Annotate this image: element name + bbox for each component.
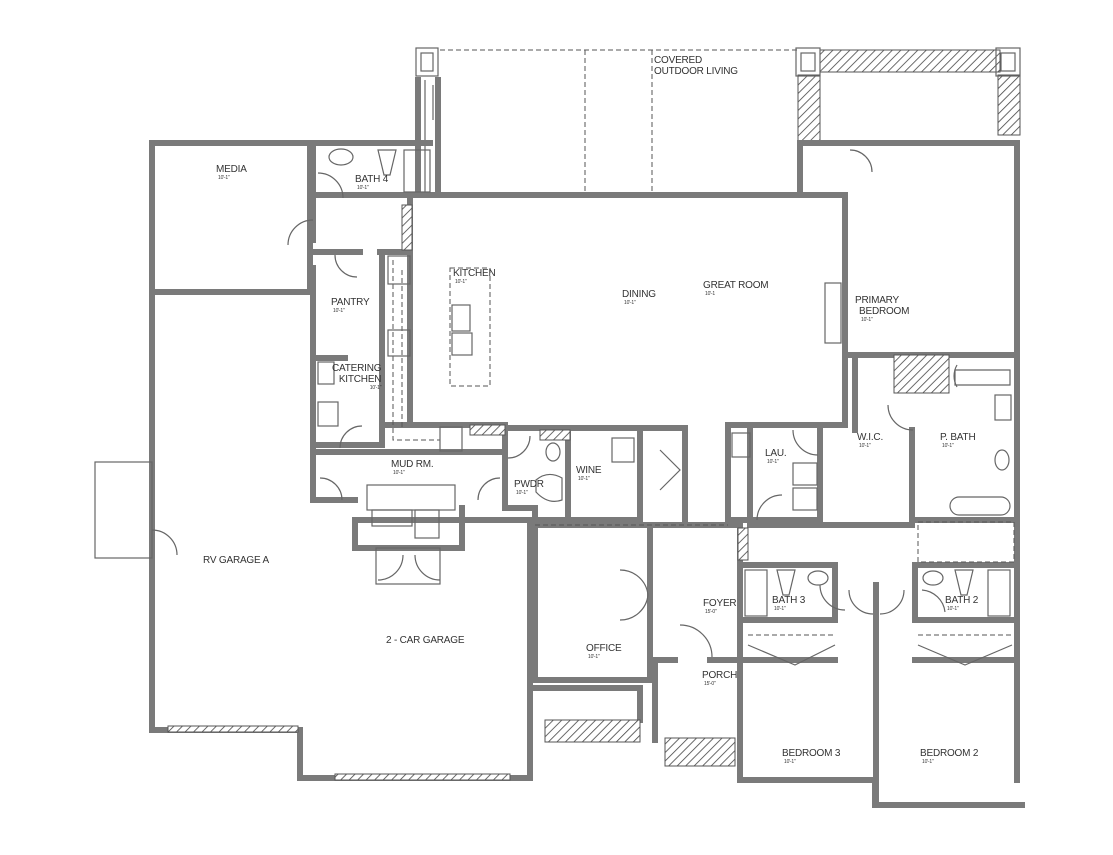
room-name: LAU.: [765, 448, 787, 459]
room-name: PORCH: [702, 670, 738, 681]
room-name: 2 - CAR GARAGE: [386, 635, 465, 646]
ceiling-height: 10'-1": [942, 443, 954, 449]
room-mud-room: MUD RM.10'-1": [391, 459, 434, 477]
room-2-car-garage: 2 - CAR GARAGE: [386, 635, 465, 646]
ceiling-height: 15'-0": [704, 681, 716, 687]
room-name: BEDROOM 3: [782, 748, 841, 759]
ceiling-height: 10'-1": [767, 459, 779, 465]
ceiling-height: 10'-1": [774, 606, 786, 612]
fixtures: [94, 148, 1015, 666]
room-name: FOYER: [703, 598, 737, 609]
ceiling-height: 10'-1": [578, 476, 590, 482]
covered-outdoor-living-outline: [415, 47, 1021, 198]
room-name: GREAT ROOM: [703, 280, 769, 291]
room-name: MUD RM.: [391, 459, 434, 470]
room-name: BEDROOM: [859, 306, 910, 317]
room-name: COVERED: [654, 55, 703, 66]
room-name: BATH 3: [772, 595, 806, 606]
ceiling-height: 10'-1": [784, 759, 796, 765]
ceiling-height: 10'-1": [455, 279, 467, 285]
ceiling-height: 10'-1": [922, 759, 934, 765]
room-name: RV GARAGE A: [203, 555, 269, 566]
room-name: W.I.C.: [857, 432, 884, 443]
walls: [149, 140, 1025, 808]
ceiling-height: 10'-1": [588, 654, 600, 660]
ceiling-height: 10'-1": [947, 606, 959, 612]
room-name: BEDROOM 2: [920, 748, 979, 759]
ceiling-height: 10'-1": [357, 185, 369, 191]
doors: [151, 149, 958, 658]
room-rv-garage: RV GARAGE A: [203, 555, 269, 566]
ceiling-height: 10'-1": [861, 317, 873, 323]
room-name: KITCHEN: [453, 268, 496, 279]
room-name: DINING: [622, 289, 656, 300]
room-name: BATH 4: [355, 174, 389, 185]
ceiling-height: 10'-1: [705, 291, 715, 297]
ceiling-height: 10'-1": [393, 470, 405, 476]
ceiling-height: 10'-1": [218, 175, 230, 181]
room-walk-in-closet: W.I.C.10'-1": [857, 432, 883, 450]
room-name: PRIMARY: [855, 295, 899, 306]
room-name: CATERING: [332, 363, 382, 374]
ceiling-height: 10'-1": [516, 490, 528, 496]
ceiling-height: 15'-0": [705, 609, 717, 615]
ceiling-height: 10'-1": [369, 385, 382, 391]
room-name: PWDR: [514, 479, 544, 490]
ceiling-height: 10'-1": [333, 308, 345, 314]
ceiling-height: 10'-1": [624, 300, 636, 306]
room-name: P. BATH: [940, 432, 976, 443]
room-name: OUTDOOR LIVING: [654, 66, 738, 77]
ceiling-height: 10'-1": [859, 443, 871, 449]
room-name: MEDIA: [216, 164, 247, 175]
room-name: PANTRY: [331, 297, 370, 308]
room-name: BATH 2: [945, 595, 979, 606]
room-name: KITCHEN: [338, 374, 382, 385]
hatched-walls: [167, 204, 950, 781]
room-name: OFFICE: [586, 643, 622, 654]
room-name: WINE: [576, 465, 602, 476]
room-laundry: LAU.10'-1": [765, 448, 787, 466]
